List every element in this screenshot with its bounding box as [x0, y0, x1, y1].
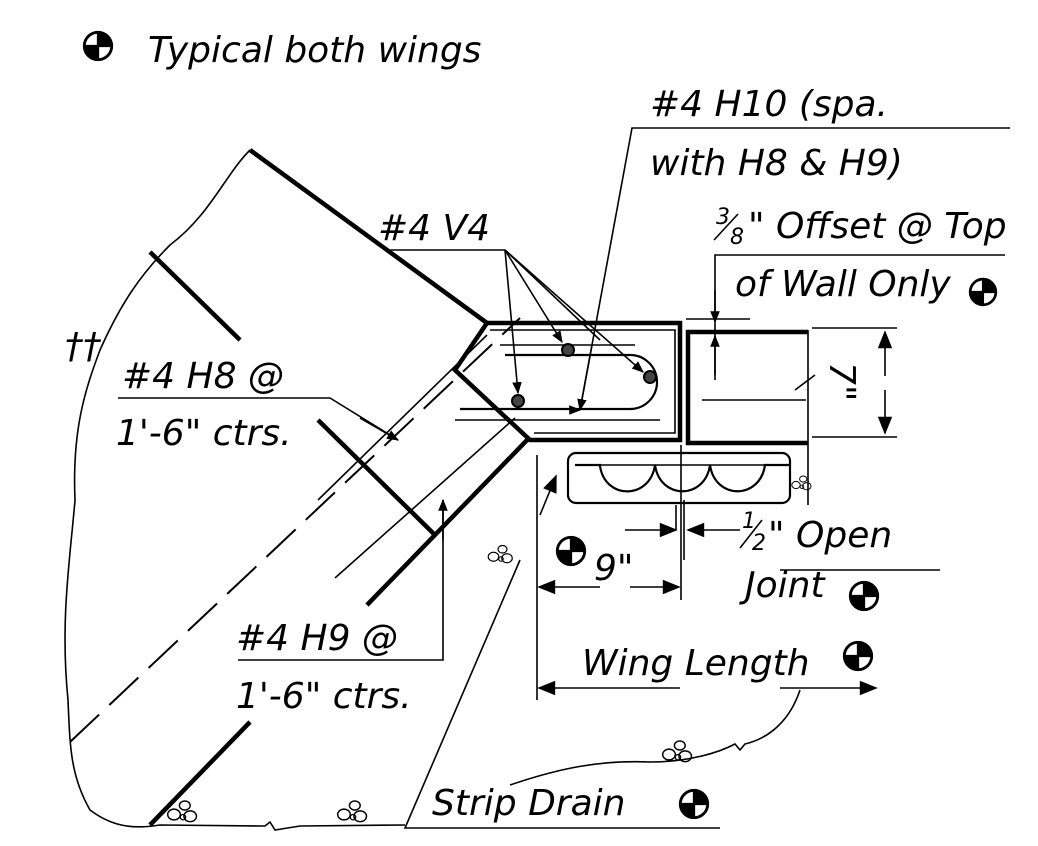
open-frac-num: 1: [742, 509, 756, 534]
dim-9-label: 9": [594, 548, 633, 589]
v4-label: #4 V4: [378, 208, 490, 249]
ground-line-right: [509, 689, 801, 786]
h9-label-line1: #4 H9 @: [236, 618, 398, 659]
h10-label-line1: #4 H10 (spa.: [650, 84, 888, 125]
wing-length-label: Wing Length: [582, 643, 810, 684]
note-typical-both-wings: Typical both wings: [148, 30, 481, 71]
wall-inner-2: [334, 417, 516, 579]
h9-leader: [238, 500, 444, 661]
wall-cut-1: [148, 250, 242, 342]
corner-block: [452, 320, 683, 443]
h10-label-line2: with H8 & H9): [650, 143, 903, 184]
h9-label-line2: 1'-6" ctrs.: [236, 676, 412, 717]
open-frac-den: 2: [752, 531, 766, 556]
strip-drain-label: Strip Drain: [432, 783, 625, 824]
h8-label-line1: #4 H8 @: [122, 356, 284, 397]
h8-label-line2: 1'-6" ctrs.: [116, 413, 292, 454]
wall-centerline: [69, 317, 521, 743]
strip-drain: [566, 451, 792, 505]
open-joint-label-line2: Joint: [739, 565, 826, 606]
dim-7-label: 7": [821, 362, 862, 401]
offset-frac-den: 8: [730, 225, 744, 250]
open-joint-label-line1: " Open: [768, 515, 892, 556]
hook-bar-h10: [460, 353, 659, 411]
wall-face-top: [248, 148, 489, 325]
strip-drain-leader: [403, 559, 720, 829]
wall-cut-2: [316, 418, 437, 537]
wall-face-outer: [365, 435, 532, 607]
strip-drain-wave: [575, 463, 790, 493]
offset-frac-num: 3: [716, 205, 730, 230]
corner-block-inner: [490, 329, 676, 434]
h8-mark: ††: [65, 326, 102, 367]
wing-wall-section: [685, 329, 808, 446]
offset-label-line1: " Offset @ Top: [748, 206, 1007, 247]
offset-label-line2: of Wall Only: [735, 264, 951, 305]
h10-leader: [579, 127, 1010, 411]
wall-face-bottom: [148, 720, 252, 827]
ground-outline: [64, 149, 406, 831]
rebar-v4-bars: [511, 343, 657, 408]
